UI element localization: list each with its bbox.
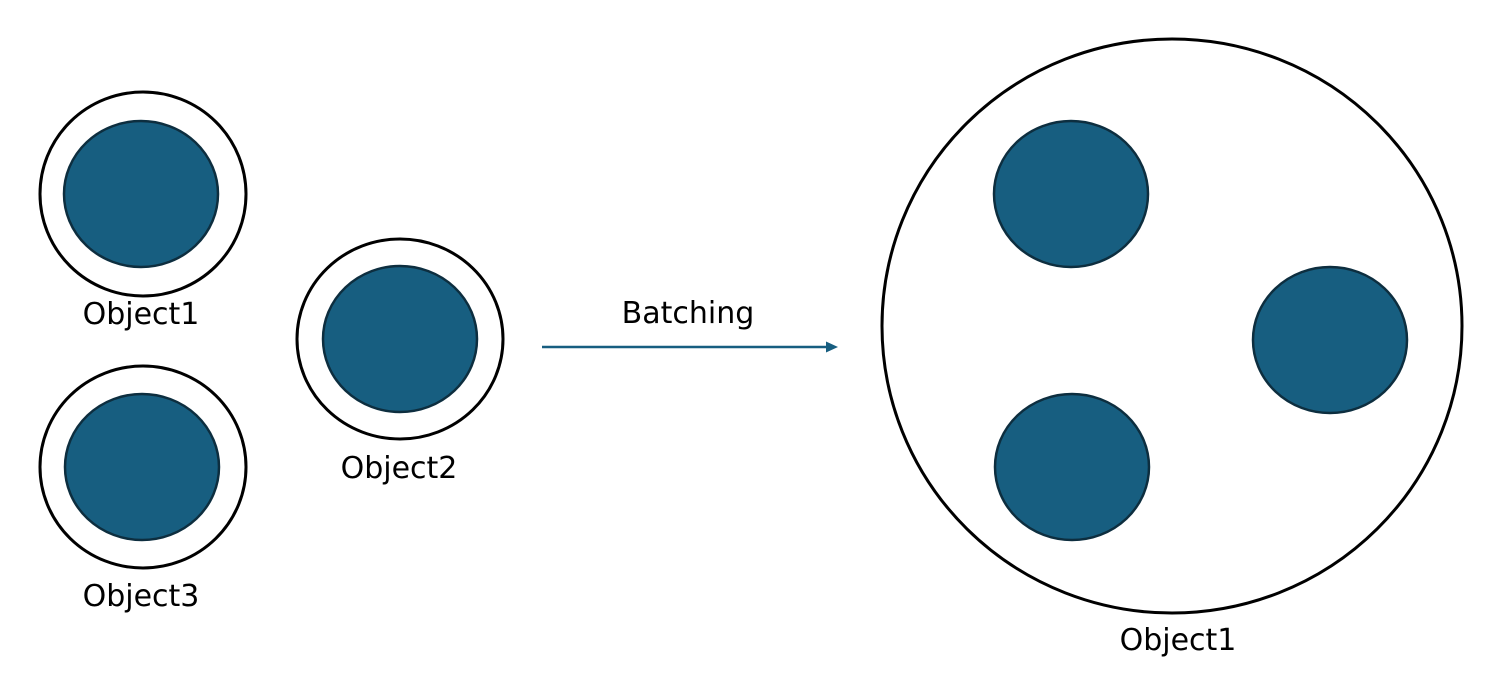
batching-label: Batching: [622, 296, 755, 331]
object1-inner-circle: [62, 119, 220, 269]
object3-label: Object3: [83, 579, 200, 614]
object2-inner-circle: [321, 264, 479, 414]
batched-object1-label: Object1: [1120, 623, 1237, 658]
batching-arrow: Batching: [542, 296, 838, 353]
batched-item-2: [1251, 265, 1409, 415]
object1-node: Object1: [38, 90, 248, 332]
arrowhead-icon: [826, 341, 838, 353]
object2-node: Object2: [295, 237, 505, 486]
object3-node: Object3: [38, 364, 248, 614]
object2-label: Object2: [341, 451, 458, 486]
batched-object1-node: Object1: [880, 37, 1464, 658]
object3-inner-circle: [63, 392, 221, 542]
batched-item-1: [992, 119, 1150, 269]
batched-item-3: [993, 392, 1151, 542]
object1-label: Object1: [83, 297, 200, 332]
